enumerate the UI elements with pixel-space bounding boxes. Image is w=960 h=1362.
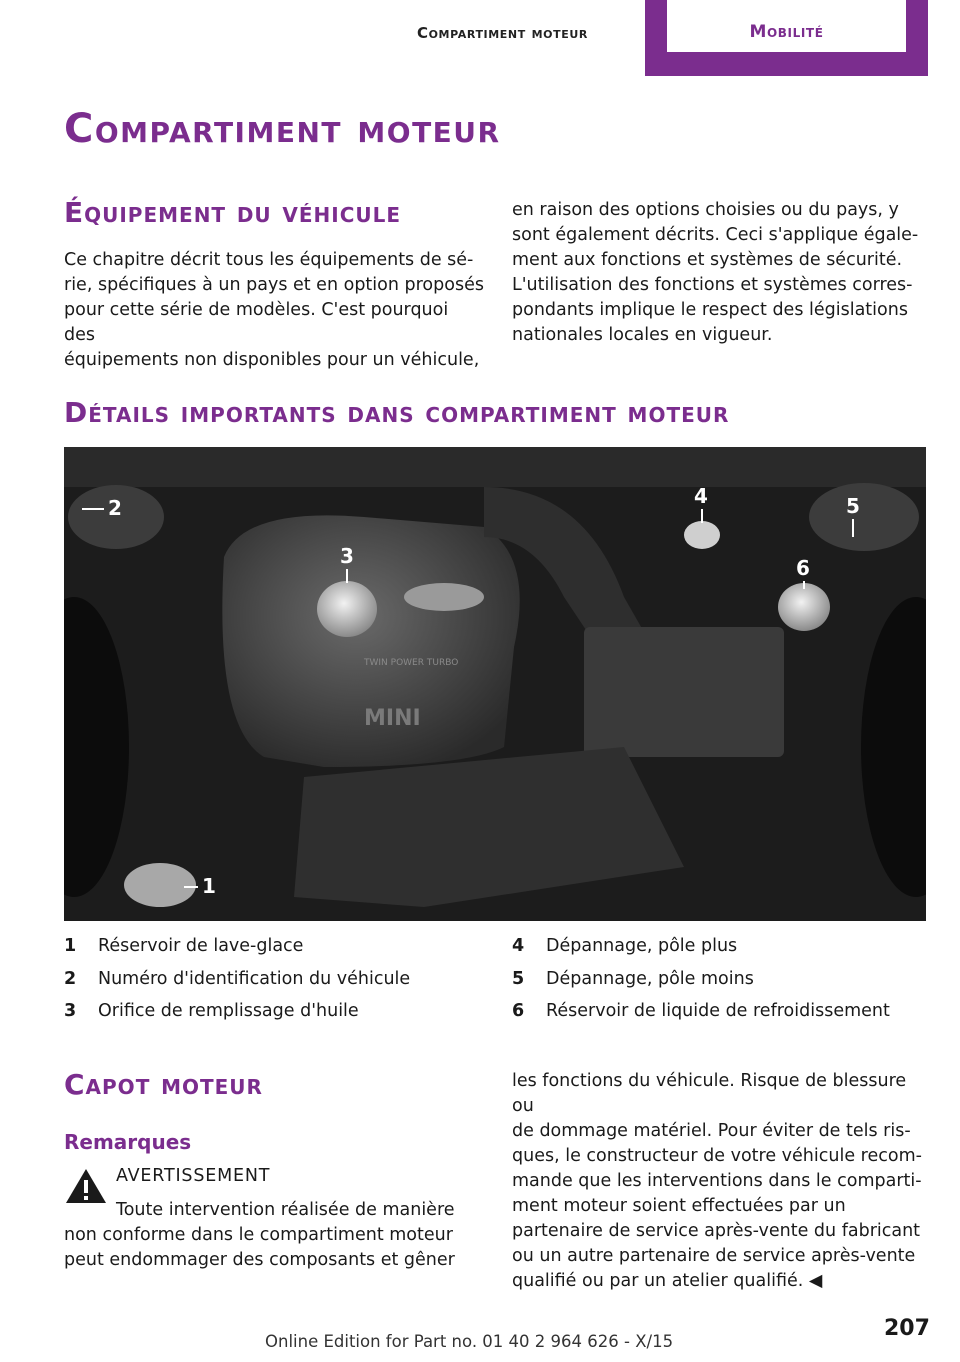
legend-item: 6 Réservoir de liquide de refroidissement bbox=[512, 995, 932, 1028]
engine-illustration: TWIN POWER TURBO MINI 2 3 4 5 6 1 bbox=[64, 447, 926, 921]
legend-number: 6 bbox=[512, 1001, 525, 1021]
warning-triangle-icon bbox=[66, 1169, 106, 1203]
section-heading-hood: Capot moteur bbox=[64, 1068, 263, 1101]
legend-text: Réservoir de lave-glace bbox=[98, 936, 304, 956]
callout-6: 6 bbox=[796, 556, 810, 580]
legend-item: 3 Orifice de remplissage d'huile bbox=[64, 995, 484, 1028]
text-line: non conforme dans le compartiment moteur bbox=[64, 1225, 453, 1245]
air-duct bbox=[294, 747, 684, 907]
hood-text-col1: Toute intervention réalisée de manière n… bbox=[64, 1198, 484, 1273]
chapter-tab-inner bbox=[667, 0, 906, 52]
legend-text: Dépannage, pôle moins bbox=[546, 968, 754, 989]
legend-number: 4 bbox=[512, 936, 525, 956]
text-line: peut endommager des composants et gêner bbox=[64, 1250, 455, 1270]
text-line: équipements non disponibles pour un véhi… bbox=[64, 350, 480, 370]
callout-1: 1 bbox=[202, 874, 216, 898]
chapter-tab-label: Mobilité bbox=[749, 22, 824, 42]
legend-text: Orifice de remplissage d'huile bbox=[98, 1001, 359, 1021]
legend-number: 5 bbox=[512, 968, 525, 989]
legend-left: 1 Réservoir de lave-glace 2 Numéro d'ident… bbox=[64, 930, 484, 1028]
callout-2: 2 bbox=[108, 496, 122, 520]
right-strut-top bbox=[809, 483, 919, 551]
legend-item: 5 Dépannage, pôle moins bbox=[512, 963, 932, 996]
mini-badge bbox=[404, 583, 484, 611]
text-line: pour cette série de modèles. C'est pourq… bbox=[64, 300, 449, 345]
callout-5: 5 bbox=[846, 494, 860, 518]
subheading-notes: Remarques bbox=[64, 1130, 192, 1154]
section-heading-vehicle-equipment: Équipement du véhicule bbox=[64, 196, 402, 229]
footer-edition: Online Edition for Part no. 01 40 2 964 … bbox=[265, 1332, 674, 1351]
left-wheel-arch bbox=[64, 597, 129, 897]
text-line: les fonctions du véhicule. Risque de ble… bbox=[512, 1071, 907, 1116]
vehicle-equipment-text-col2: en raison des options choisies ou du pay… bbox=[512, 198, 932, 348]
text-line: Ce chapitre décrit tous les équipements … bbox=[64, 250, 474, 270]
text-line: pondants implique le respect des législa… bbox=[512, 300, 908, 320]
engraving-mini: MINI bbox=[364, 706, 421, 731]
legend-number: 2 bbox=[64, 968, 77, 989]
right-wheel-arch bbox=[861, 597, 926, 897]
text-line: rie, spécifiques à un pays et en option … bbox=[64, 275, 484, 295]
engine-cover bbox=[222, 515, 520, 767]
text-line: qualifié ou par un atelier qualifié. ◀ bbox=[512, 1271, 823, 1291]
legend-item: 2 Numéro d'identification du véhicule bbox=[64, 963, 484, 996]
legend-text: Réservoir de liquide de refroidissement bbox=[546, 1001, 890, 1021]
cowl-panel bbox=[64, 447, 926, 487]
text-line: ment aux fonctions et systèmes de sécuri… bbox=[512, 250, 903, 270]
text-line: nationales locales en vigueur. bbox=[512, 325, 773, 345]
running-header-section: Compartiment moteur bbox=[417, 24, 588, 42]
text-line: Toute intervention réalisée de manière bbox=[116, 1200, 455, 1220]
vehicle-equipment-text-col1: Ce chapitre décrit tous les équipements … bbox=[64, 248, 484, 373]
text-line: partenaire de service après-vente du fab… bbox=[512, 1221, 921, 1241]
section-heading-engine-details: Détails importants dans compartiment mot… bbox=[64, 396, 730, 429]
text-line: ou un autre partenaire de service après-… bbox=[512, 1246, 916, 1266]
legend-right: 4 Dépannage, pôle plus 5 Dépannage, pôle m… bbox=[512, 930, 932, 1028]
legend-text: Numéro d'identification du véhicule bbox=[98, 968, 411, 989]
text-line: ment moteur soient effectuées par un bbox=[512, 1196, 846, 1216]
coolant-reservoir-cap bbox=[778, 583, 830, 631]
battery-positive-terminal bbox=[684, 521, 720, 549]
air-filter-box bbox=[584, 627, 784, 757]
washer-reservoir-cap bbox=[124, 863, 196, 907]
legend-number: 1 bbox=[64, 936, 77, 956]
engine-compartment-photo: TWIN POWER TURBO MINI 2 3 4 5 6 1 bbox=[64, 447, 926, 921]
legend-number: 3 bbox=[64, 1001, 77, 1021]
left-strut-top bbox=[68, 485, 164, 549]
oil-filler-cap bbox=[317, 581, 377, 637]
text-line: L'utilisation des fonctions et systèmes … bbox=[512, 275, 913, 295]
engraving-twinpower: TWIN POWER TURBO bbox=[363, 658, 458, 668]
text-line: mande que les interventions dans le comp… bbox=[512, 1171, 922, 1191]
text-line: ques, le constructeur de votre véhicule … bbox=[512, 1146, 922, 1166]
legend-item: 1 Réservoir de lave-glace bbox=[64, 930, 484, 963]
callout-4: 4 bbox=[694, 484, 708, 508]
legend-text: Dépannage, pôle plus bbox=[546, 936, 738, 956]
warning-title: AVERTISSEMENT bbox=[116, 1166, 271, 1186]
callout-3: 3 bbox=[340, 544, 354, 568]
legend-item: 4 Dépannage, pôle plus bbox=[512, 930, 932, 963]
text-line: en raison des options choisies ou du pay… bbox=[512, 200, 899, 220]
page-number: 207 bbox=[884, 1316, 930, 1341]
hood-text-col2: les fonctions du véhicule. Risque de ble… bbox=[512, 1069, 932, 1294]
text-line: sont également décrits. Ceci s'applique … bbox=[512, 225, 919, 245]
page-title: Compartiment moteur bbox=[64, 106, 501, 152]
text-line: de dommage matériel. Pour éviter de tels… bbox=[512, 1121, 911, 1141]
